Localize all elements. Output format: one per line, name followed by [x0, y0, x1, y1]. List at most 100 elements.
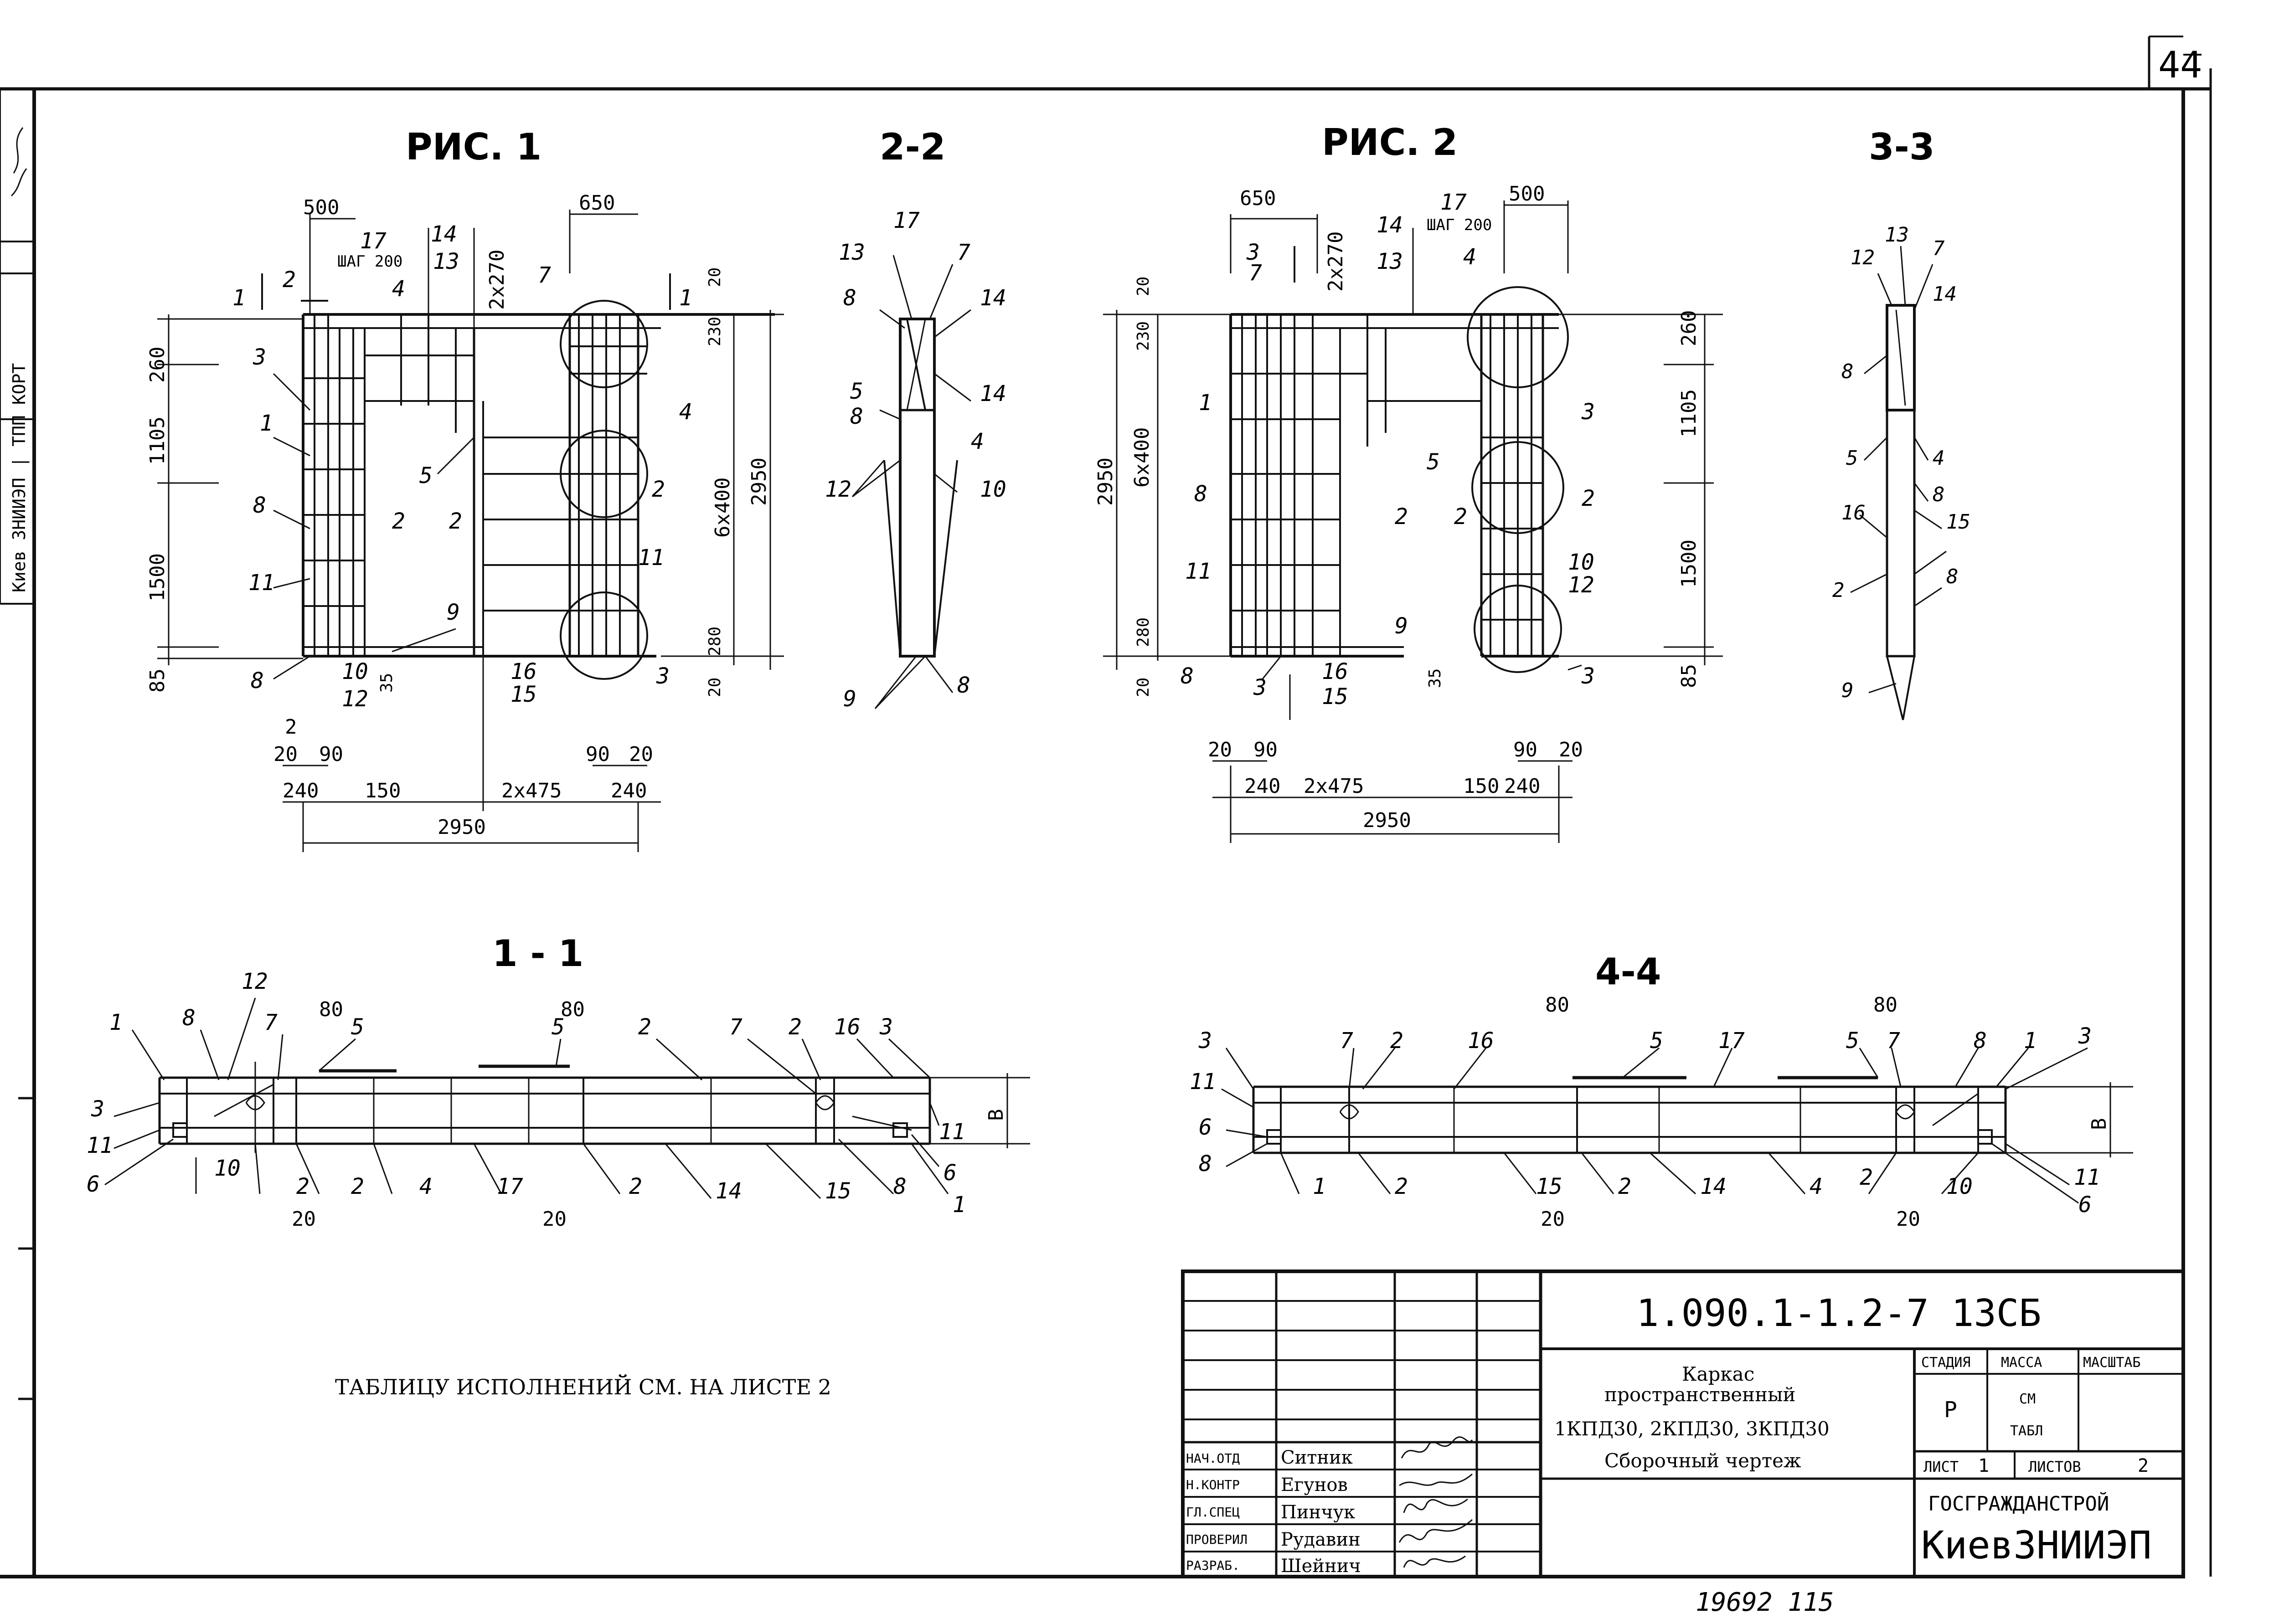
fig2-position-marks: 17 14 13 4 3 7 1 8 11 5 3 2 2 2 10 12 9 … [1181, 190, 1595, 709]
sec11-mark-15: 15 [825, 1178, 851, 1204]
fig2-mark-2b: 2 [1454, 504, 1467, 529]
sec44-mark-15: 15 [1536, 1174, 1562, 1199]
signer-role-3: ГЛ.СПЕЦ [1186, 1505, 1240, 1520]
sec11-mark-1a: 1 [109, 1010, 123, 1035]
sec22-mark-8a: 8 [843, 285, 856, 311]
fig2-dim-20b: 20 [1134, 678, 1153, 697]
sec33-marks: 13 7 12 14 8 5 4 8 16 15 2 8 9 [1832, 223, 1970, 702]
signer-role-1: НАЧ.ОТД [1186, 1451, 1240, 1466]
fig1-dim-500: 500 [303, 196, 339, 219]
sec22-mark-10: 10 [980, 477, 1006, 502]
sec33-mark-15: 15 [1946, 510, 1970, 534]
sec44-mark-11b: 11 [2074, 1165, 2100, 1190]
sec11-mark-11a: 11 [87, 1133, 113, 1158]
sec11-mark-4: 4 [419, 1174, 433, 1199]
fig1-mark-14: 14 [431, 221, 457, 247]
sec44-mark-6a: 6 [1199, 1115, 1212, 1140]
fig1-mark-2b: 2 [392, 509, 405, 534]
sec33-mark-2: 2 [1832, 579, 1845, 602]
sec11-mark-5a: 5 [351, 1014, 364, 1040]
sec33-mark-13: 13 [1885, 223, 1909, 247]
fig1-mark-4b: 4 [679, 399, 692, 425]
sheet-label: ЛИСТ [1923, 1458, 1959, 1475]
mass-value-1: СМ [2019, 1391, 2036, 1407]
sec33-mark-14: 14 [1933, 283, 1957, 306]
fig2-mark-3d: 3 [1581, 663, 1595, 689]
fig1-dim-20d: 20 [629, 743, 653, 766]
sec11-mark-8b: 8 [893, 1174, 907, 1199]
fig1-dim-1105: 1105 [146, 416, 169, 465]
title-line-2: пространственный [1604, 1383, 1796, 1406]
sec33-title: 3-3 [1869, 126, 1935, 168]
sec22-mark-4: 4 [971, 429, 984, 454]
sec44-mark-1a: 1 [2024, 1028, 2037, 1054]
sec22-title: 2-2 [880, 126, 946, 168]
sec44-mark-2a: 2 [1390, 1028, 1403, 1054]
fig1-mark-3a: 3 [253, 344, 266, 370]
fig2-dim-240b: 240 [1504, 775, 1540, 798]
sec11-marks: 1 8 12 7 5 5 2 7 2 16 3 3 11 6 10 2 2 4 … [87, 969, 966, 1218]
drawing-code: 1.090.1-1.2-7 13СБ [1636, 1292, 2042, 1335]
fig2-dim-230: 230 [1134, 321, 1153, 351]
sec22-mark-14a: 14 [980, 285, 1006, 311]
fig2-dim-280: 280 [1134, 617, 1153, 647]
note-text: ТАБЛИЦУ ИСПОЛНЕНИЙ СМ. НА ЛИСТЕ 2 [335, 1374, 831, 1399]
title-block-text: 1.090.1-1.2-7 13СБ Каркас пространственн… [1186, 1292, 2152, 1577]
fig1-dimensions: 500 650 ШАГ 200 2x270 20 230 260 1105 15… [146, 191, 771, 839]
fig1-cage [157, 210, 784, 852]
stage-value: Р [1944, 1397, 1957, 1423]
sec44-title: 4-4 [1595, 951, 1661, 993]
sec11-drawing [104, 997, 1030, 1199]
fig1-dim-90a: 90 [319, 743, 343, 766]
sec11-mark-2c: 2 [296, 1174, 309, 1199]
fig1-dim-150: 150 [365, 779, 401, 802]
sec33-mark-8b: 8 [1933, 483, 1945, 506]
sec44-marks: 3 7 2 16 5 17 5 7 8 1 3 11 6 8 1 2 15 2 … [1190, 1023, 2100, 1218]
signer-role-2: Н.КОНТР [1186, 1477, 1240, 1492]
sec33-mark-5: 5 [1846, 447, 1858, 470]
sec11-mark-3b: 3 [91, 1096, 104, 1122]
fig2-dimensions: 650 500 ШАГ 200 2x270 20 230 6x400 2950 … [1094, 182, 1701, 832]
fig1-dim-2x270: 2x270 [485, 250, 509, 310]
fig1-mark-17: 17 [360, 228, 387, 254]
sec44-mark-3b: 3 [2078, 1023, 2092, 1049]
signature-2 [1399, 1473, 1473, 1486]
fig1-mark-2c: 2 [449, 509, 462, 534]
fig2-dim-step: ШАГ 200 [1427, 216, 1492, 234]
sec11-mark-7: 7 [264, 1010, 278, 1035]
sec44-mark-10: 10 [1946, 1174, 1973, 1199]
sec11-mark-2d: 2 [351, 1174, 364, 1199]
sec33-mark-16: 16 [1841, 501, 1866, 524]
sec11-dim-20b: 20 [542, 1208, 567, 1231]
title-line-3: 1КПД30, 2КПД30, 3КПД30 [1554, 1418, 1830, 1440]
title-line-1: Каркас [1682, 1363, 1754, 1385]
fig2-dim-1500: 1500 [1677, 540, 1701, 588]
fig1-dim-1500: 1500 [146, 553, 169, 601]
fig2-dim-500: 500 [1509, 182, 1545, 206]
sec11-dim-80a: 80 [319, 998, 343, 1021]
fig2-dim-90a: 90 [1253, 738, 1278, 761]
sec33-mark-8a: 8 [1841, 360, 1854, 383]
fig1-dim-240a: 240 [283, 779, 319, 802]
fig1-mark-8b: 8 [251, 668, 264, 694]
fig2-dim-2950v: 2950 [1094, 457, 1117, 506]
org-line-1: ГОСГРАЖДАНСТРОЙ [1928, 1491, 2109, 1516]
fig1-mark-1a: 1 [232, 285, 246, 311]
stage-label: СТАДИЯ [1921, 1355, 1970, 1371]
fig2-dim-20d: 20 [1559, 738, 1583, 761]
sec22-mark-8c: 8 [957, 673, 970, 698]
sec44-dim-80a: 80 [1545, 993, 1569, 1017]
sec44-mark-14: 14 [1700, 1174, 1727, 1199]
sec44-mark-2d: 2 [1860, 1165, 1873, 1190]
fig1-dim-280: 280 [706, 627, 724, 656]
fig2-mark-7: 7 [1249, 260, 1262, 286]
sec11-mark-17: 17 [497, 1174, 523, 1199]
sec44-mark-4: 4 [1810, 1174, 1823, 1199]
fig1-dim-2950h: 2950 [438, 816, 486, 839]
fig2-dim-1105: 1105 [1677, 389, 1701, 437]
fig2-mark-16: 16 [1322, 659, 1348, 684]
signature-4 [1398, 1519, 1473, 1543]
sec33-mark-9: 9 [1841, 679, 1854, 702]
signer-name-1: Ситник [1281, 1447, 1353, 1468]
fig2-cage [1103, 200, 1723, 843]
